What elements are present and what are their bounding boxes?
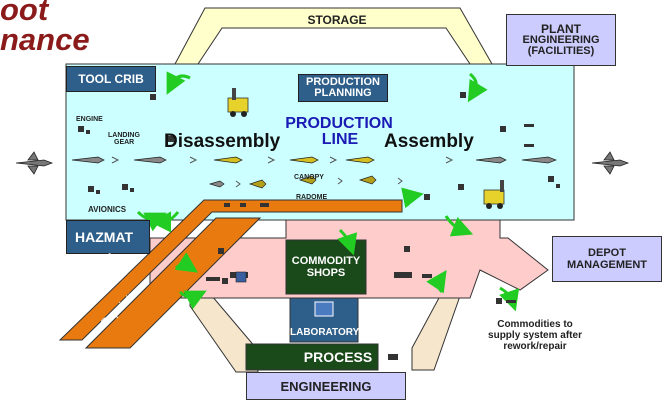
canopy-label: CANOPY bbox=[294, 174, 324, 181]
storage-label: STORAGE bbox=[302, 14, 372, 27]
process-label: PROCESS bbox=[296, 350, 380, 365]
avionics-label: AVIONICS bbox=[88, 206, 126, 214]
depot-management-box: DEPOT MANAGEMENT bbox=[552, 236, 662, 282]
engineering-box: ENGINEERING bbox=[246, 372, 406, 400]
jet-right-icon bbox=[592, 152, 628, 174]
commodities-note-line1: Commodities to bbox=[470, 320, 600, 331]
assembly-label: Assembly bbox=[384, 132, 474, 152]
radome-label: RADOME bbox=[296, 194, 327, 201]
plant-engineering-line3: (FACILITIES) bbox=[528, 46, 595, 57]
tool-crib-label: TOOL CRIB bbox=[78, 72, 144, 86]
commodities-note-line3: rework/repair bbox=[470, 342, 600, 353]
commodity-shops-line1: COMMODITY bbox=[286, 256, 366, 268]
engine-label: ENGINE bbox=[76, 116, 103, 123]
commodity-shops-line2: SHOPS bbox=[286, 268, 366, 280]
production-planning-box: PRODUCTION PLANNING bbox=[298, 74, 388, 102]
process-path-right bbox=[412, 296, 460, 370]
laboratory-label: LABORATORY bbox=[286, 328, 386, 339]
engineering-label: ENGINEERING bbox=[280, 379, 371, 394]
hazmat-box: HAZMAT bbox=[66, 220, 150, 254]
production-planning-line2: PLANNING bbox=[314, 88, 371, 99]
page-title-line2: nance bbox=[0, 24, 90, 57]
production-line-title-line2: LINE bbox=[300, 132, 380, 149]
plant-engineering-box: PLANT ENGINEERING (FACILITIES) bbox=[506, 14, 616, 66]
hazmat-label: HAZMAT bbox=[75, 229, 133, 245]
tool-crib-box: TOOL CRIB bbox=[66, 66, 156, 92]
depot-management-line1: DEPOT bbox=[588, 247, 626, 259]
commodities-note-line2: supply system after bbox=[470, 331, 600, 342]
landing-gear-line2: GEAR bbox=[114, 139, 134, 146]
shop-machine-icon bbox=[236, 272, 246, 282]
jet-left-icon bbox=[16, 152, 52, 174]
depot-management-line2: MANAGEMENT bbox=[567, 259, 647, 271]
disassembly-label: Disassembly bbox=[164, 132, 280, 152]
